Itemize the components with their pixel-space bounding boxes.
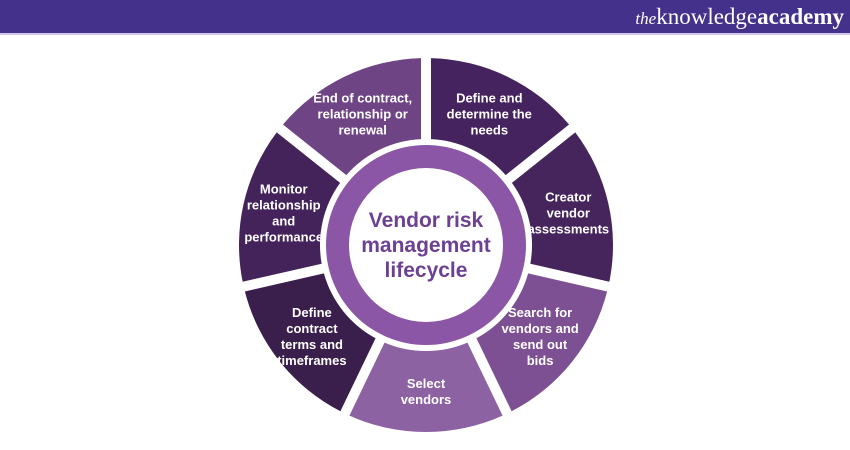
segment-end-of-contract-renewal [282, 58, 421, 176]
segment-define-contract-terms-timeframes [244, 273, 376, 412]
segment-select-vendors [349, 342, 503, 432]
center-circle [349, 168, 503, 322]
segment-monitor-relationship-performance [238, 132, 341, 282]
segment-define-determine-needs [431, 58, 570, 176]
logo-the: the [635, 9, 657, 28]
brand-logo: theknowledgeacademy [635, 5, 844, 28]
header-bar: theknowledgeacademy [0, 0, 850, 33]
segment-search-vendors-send-bids [476, 273, 608, 412]
logo-knowledge: knowledge [656, 4, 758, 29]
logo-academy: academy [757, 4, 844, 29]
header-underline [0, 33, 850, 35]
segment-creator-vendor-assessments [511, 132, 614, 282]
